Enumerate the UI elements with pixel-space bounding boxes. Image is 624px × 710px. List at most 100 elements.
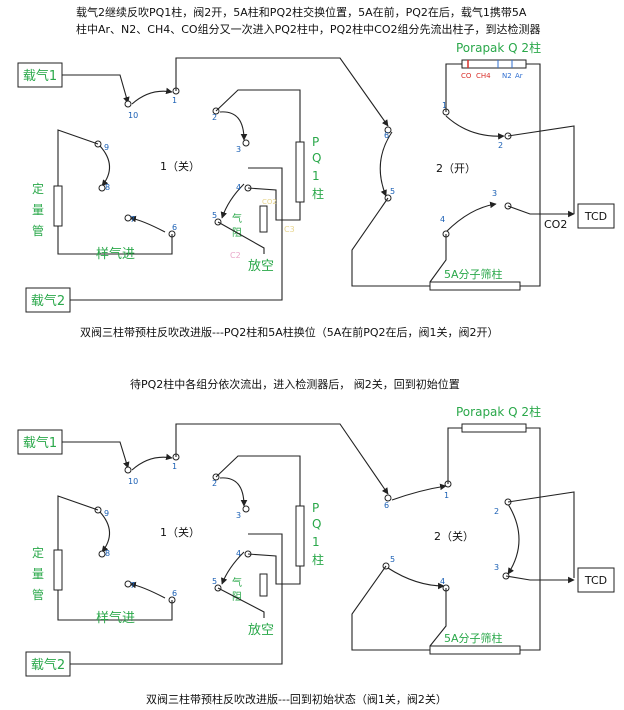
panel2-pq1-1: P: [312, 501, 319, 515]
panel1-sieve-label: 5A分子筛柱: [444, 267, 503, 281]
panel2-note: 待PQ2柱中各组分依次流出，进入检测器后， 阀2关，回到初始位置: [130, 377, 460, 391]
panel1-pq2-column: [461, 59, 527, 69]
panel1-band-n2: N2: [502, 72, 512, 80]
panel2-sample-in: 样气进: [96, 610, 135, 626]
panel1-v2-port-5: 5: [390, 187, 395, 196]
panel2-v1-port-2: 2: [212, 479, 217, 488]
panel2-v1-port-1: 1: [172, 462, 177, 471]
panel1-bag-1: 气: [232, 212, 242, 225]
panel2-valve2: 1 2 3 4 5 6 2（关）: [382, 480, 520, 592]
panel1-v2-port-3: 3: [492, 189, 497, 198]
panel1-quant-1: 定: [32, 181, 44, 196]
panel2-v2-port-6: 6: [384, 501, 389, 510]
panel2-tcd-label: TCD: [584, 574, 607, 587]
panel1-v1-port-2: 2: [212, 113, 217, 122]
panel-2: 待PQ2柱中各组分依次流出，进入检测器后， 阀2关，回到初始位置 载气1 10 …: [17, 377, 615, 706]
panel2-pq1-2: Q: [312, 517, 321, 531]
panel2-v1-port-10: 10: [128, 477, 138, 486]
panel1-quant-3: 管: [32, 223, 44, 238]
panel2-v2-port-2: 2: [494, 507, 499, 516]
panel1-quant-tube: [53, 185, 63, 227]
panel2-pq1-4: 柱: [312, 552, 324, 567]
panel1-pq1-1: P: [312, 135, 319, 149]
panel1-v2-port-6: 6: [384, 131, 389, 140]
panel1-band-ch4: CH4: [476, 72, 491, 80]
panel1-tcd-box: [577, 203, 615, 229]
panel1-pq1-4: 柱: [312, 186, 324, 201]
panel2-quant-2: 量: [32, 567, 44, 581]
panel2-v1-port-8: 8: [105, 549, 110, 558]
panel2-pq1-3: 1: [312, 535, 320, 549]
panel2-sieve-label: 5A分子筛柱: [444, 631, 503, 645]
panel2-carrier2-label: 载气2: [31, 657, 65, 673]
panel2-v1-port-5: 5: [212, 577, 217, 586]
panel2-v1-port-7: 7: [130, 581, 135, 590]
panel1-band-ar: Ar: [515, 72, 523, 80]
panel2-quant-1: 定: [32, 545, 44, 560]
panel1-valve2: 1 2 3 4 5 6 2（开）: [379, 101, 512, 238]
panel1-faint-c2: C2: [230, 251, 241, 260]
panel2-tcd-box: [577, 567, 615, 593]
panel2-bag-1: 气: [232, 576, 242, 589]
panel2-quant-tube: [53, 549, 63, 591]
panel1-pq1-2: Q: [312, 151, 321, 165]
panel2-quant-3: 管: [32, 587, 44, 602]
panel-1: 载气2继续反吹PQ1柱，阀2开，5A柱和PQ2柱交换位置，5A在前，PQ2在后，…: [17, 5, 615, 339]
panel2-valve2-label: 2（关）: [434, 529, 474, 543]
panel1-note-line1: 载气2继续反吹PQ1柱，阀2开，5A柱和PQ2柱交换位置，5A在前，PQ2在后，…: [76, 5, 527, 19]
panel1-faint-co2: CO2: [262, 198, 277, 206]
panel1-band-co: CO: [461, 72, 472, 80]
panel1-v1-port-10: 10: [128, 111, 138, 120]
panel2-pq1-column: [295, 505, 305, 567]
panel1-valve1: 10 1 2 3 4 5 6 7 8 9 1（关）: [94, 87, 252, 238]
panel2-carrier1-box: [17, 429, 63, 455]
panel1-sieve-column: [429, 281, 521, 291]
panel2-valve1: 10 1 2 3 4 5 6 7 8 9 1（关）: [94, 453, 252, 604]
panel2-v2-port-5: 5: [390, 555, 395, 564]
panel1-v1-port-7: 7: [130, 215, 135, 224]
panel1-carrier1-label: 载气1: [23, 68, 57, 84]
panel1-pq1-3: 1: [312, 169, 320, 183]
panel1-v1-port-1: 1: [172, 96, 177, 105]
panel1-v2-port-2: 2: [498, 141, 503, 150]
panel1-v1-port-3: 3: [236, 145, 241, 154]
panel1-v1-port-9: 9: [104, 143, 109, 152]
panel1-restrictor: [259, 205, 268, 233]
panel1-note-line2: 柱中Ar、N2、CH4、CO组分又一次进入PQ2柱中，PQ2柱中CO2组分先流出…: [76, 22, 540, 36]
panel1-carrier1-box: [17, 62, 63, 88]
panel1-co2-label: CO2: [544, 218, 567, 231]
panel2-v1-port-3: 3: [236, 511, 241, 520]
panel2-v1-port-4: 4: [236, 549, 241, 558]
panel2-caption: 双阀三柱带预柱反吹改进版---回到初始状态（阀1关，阀2关）: [146, 692, 447, 706]
panel1-v1-port-6: 6: [172, 223, 177, 232]
panel2-vent: 放空: [248, 623, 274, 638]
panel1-quant-2: 量: [32, 203, 44, 217]
panel2-v2-port-1: 1: [444, 491, 449, 500]
panel1-v1-port-8: 8: [105, 183, 110, 192]
panel2-v1-port-6: 6: [172, 589, 177, 598]
panel1-v2-port-4: 4: [440, 215, 445, 224]
panel1-v2-port-1: 1: [442, 101, 447, 110]
panel1-caption: 双阀三柱带预柱反吹改进版---PQ2柱和5A柱换位（5A在前PQ2在后，阀1关，…: [80, 325, 499, 339]
panel1-porapak-label: Porapak Q 2柱: [456, 40, 541, 55]
panel2-v2-port-4: 4: [440, 577, 445, 586]
panel2-porapak-label: Porapak Q 2柱: [456, 404, 541, 419]
panel1-valve1-label: 1（关）: [160, 159, 200, 173]
panel1-faint-c3: C3: [284, 225, 295, 234]
panel1-v1-port-4: 4: [236, 183, 241, 192]
panel1-valve2-label: 2（开）: [436, 162, 476, 175]
panel1-tcd-label: TCD: [584, 210, 607, 223]
panel1-vent: 放空: [248, 259, 274, 274]
panel2-carrier1-label: 载气1: [23, 435, 57, 451]
panel1-sample-in: 样气进: [96, 246, 135, 262]
panel1-carrier2-box: [25, 287, 71, 313]
panel2-pq2-column: [461, 423, 527, 433]
panel1-v1-port-5: 5: [212, 211, 217, 220]
panel1-carrier2-label: 载气2: [31, 293, 65, 309]
panel1-pq1-column: [295, 141, 305, 203]
panel2-v2-port-3: 3: [494, 563, 499, 572]
panel2-valve1-label: 1（关）: [160, 525, 200, 539]
panel2-v1-port-9: 9: [104, 509, 109, 518]
panel2-sieve-column: [429, 645, 521, 655]
